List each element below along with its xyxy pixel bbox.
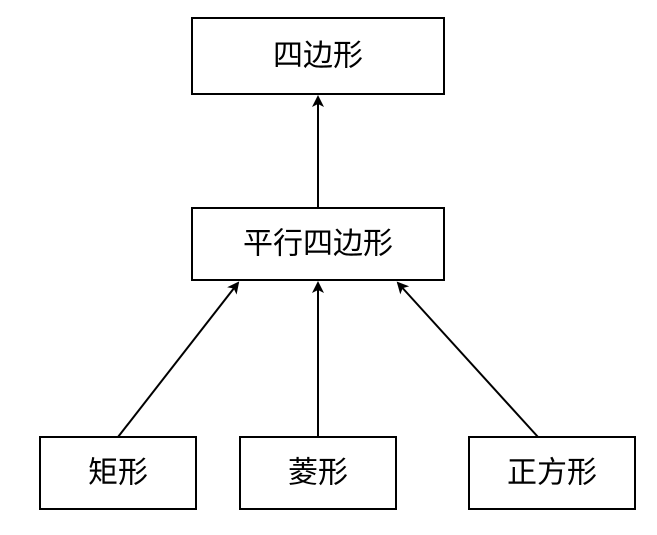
edge-square-to-parallelogram <box>396 281 539 438</box>
node-rhombus-label: 菱形 <box>288 456 348 491</box>
node-square: 正方形 <box>468 436 636 510</box>
node-parallelogram-label: 平行四边形 <box>243 227 393 262</box>
node-rectangle-label: 矩形 <box>88 456 148 491</box>
node-square-label: 正方形 <box>507 456 597 491</box>
node-rhombus: 菱形 <box>239 436 397 510</box>
node-square-box <box>468 436 636 510</box>
node-rectangle: 矩形 <box>39 436 197 510</box>
node-parallelogram: 平行四边形 <box>191 207 445 281</box>
node-quadrilateral-box <box>191 17 445 95</box>
node-quadrilateral-label: 四边形 <box>273 39 363 74</box>
node-quadrilateral: 四边形 <box>191 17 445 95</box>
edge-rectangle-to-parallelogram <box>117 281 240 438</box>
node-parallelogram-box <box>191 207 445 281</box>
node-rhombus-box <box>239 436 397 510</box>
node-rectangle-box <box>39 436 197 510</box>
